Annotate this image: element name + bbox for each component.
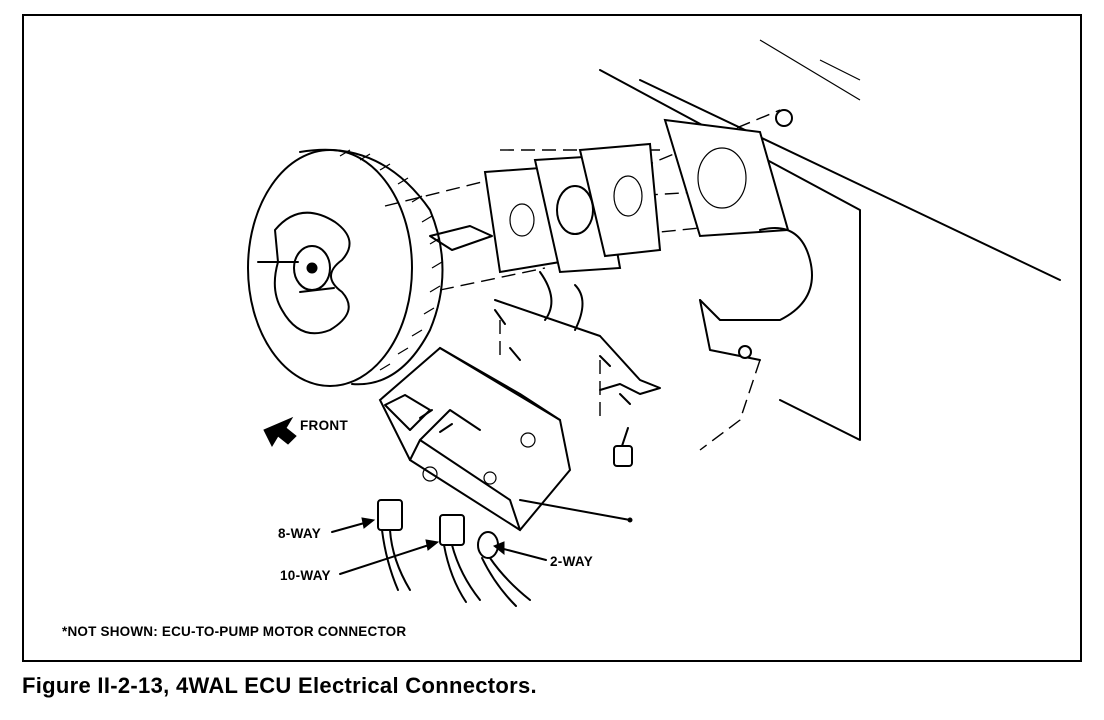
- front-label: FRONT: [300, 418, 348, 433]
- two-way-label: 2-WAY: [550, 554, 594, 569]
- figure-caption: Figure II-2-13, 4WAL ECU Electrical Conn…: [22, 673, 537, 698]
- figure-frame: [22, 14, 1082, 662]
- brake-booster: [247, 148, 493, 387]
- footnote: *NOT SHOWN: ECU-TO-PUMP MOTOR CONNECTOR: [62, 624, 407, 639]
- mounting-plates: [483, 142, 662, 331]
- ecu-assembly: [378, 299, 661, 532]
- front-arrow-icon: [263, 416, 297, 448]
- mounting-bolt: [613, 427, 633, 467]
- eight-way-label: 8-WAY: [278, 526, 322, 541]
- firewall: [599, 39, 1061, 441]
- ten-way-label: 10-WAY: [280, 568, 331, 583]
- callout-arrows: [331, 517, 547, 575]
- connectors: [377, 499, 531, 607]
